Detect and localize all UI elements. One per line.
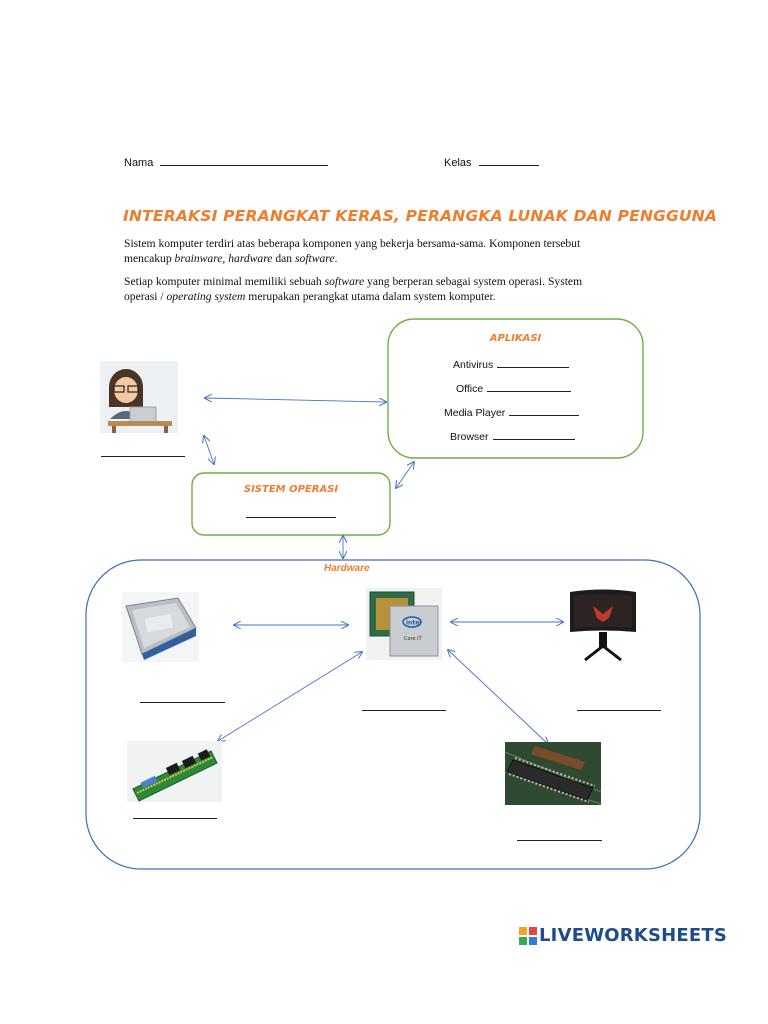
aplikasi-item-antivirus: Antivirus [453, 357, 570, 371]
intro-p2-line2: operasi / operating system merupakan per… [124, 290, 496, 303]
browser-answer-line[interactable] [492, 429, 575, 440]
name-field: Nama [124, 155, 329, 169]
media-player-answer-line[interactable] [509, 405, 580, 416]
liveworksheets-logo-icon [519, 926, 537, 945]
antivirus-answer-line[interactable] [497, 357, 570, 368]
user-at-laptop-image [100, 361, 178, 433]
aplikasi-box [387, 318, 644, 459]
monitor-image [567, 588, 639, 662]
intel-core-i7-processor-image: intel Core i7 [366, 588, 442, 660]
liveworksheets-text: LIVEWORKSHEETS [539, 925, 728, 946]
ram-module-image [127, 741, 222, 802]
liveworksheets-logo: LIVEWORKSHEETS [519, 925, 727, 946]
sistem-operasi-answer-line[interactable] [246, 517, 336, 518]
sistem-operasi-box [191, 472, 391, 536]
intro-paragraph-2: Setiap komputer minimal memiliki sebuah … [124, 274, 624, 304]
monitor-answer-line[interactable] [577, 710, 661, 711]
class-field: Kelas [444, 155, 539, 169]
arrow-os-aplikasi [396, 462, 414, 488]
hard-disk-answer-line[interactable] [140, 702, 225, 703]
svg-text:Core i7: Core i7 [404, 636, 422, 642]
aplikasi-item-browser: Browser [450, 429, 575, 443]
ram-answer-line[interactable] [133, 818, 217, 819]
intro-p1-line2: mencakup brainware, hardware dan softwar… [124, 252, 338, 265]
intro-p2-line1: Setiap komputer minimal memiliki sebuah … [124, 275, 583, 288]
arrow-cpu-ram [218, 652, 362, 741]
user-answer-line[interactable] [101, 456, 185, 457]
hard-disk-image [122, 592, 199, 662]
svg-text:intel: intel [406, 620, 421, 627]
hardware-title: Hardware [324, 563, 370, 574]
arrow-user-os [204, 436, 214, 464]
office-answer-line[interactable] [487, 381, 572, 392]
processor-answer-line[interactable] [362, 710, 446, 711]
arrow-user-aplikasi [205, 398, 386, 402]
memory-chip-answer-line[interactable] [517, 840, 602, 841]
hardware-box [85, 559, 701, 870]
aplikasi-title: APLIKASI [489, 333, 542, 344]
memory-chip-image [505, 742, 601, 805]
aplikasi-item-media-player: Media Player [444, 405, 580, 419]
intro-p1-line1: Sistem komputer terdiri atas beberapa ko… [124, 237, 581, 250]
sistem-operasi-title: SISTEM OPERASI [243, 484, 339, 495]
arrow-cpu-memory [448, 650, 548, 744]
class-label: Kelas [444, 157, 472, 169]
page-title: INTERAKSI PERANGKAT KERAS, PERANGKA LUNA… [123, 207, 718, 225]
name-input-line[interactable] [160, 155, 329, 166]
class-input-line[interactable] [478, 155, 539, 166]
aplikasi-item-office: Office [456, 381, 572, 395]
intro-paragraph-1: Sistem komputer terdiri atas beberapa ko… [124, 236, 624, 266]
name-label: Nama [124, 157, 154, 169]
